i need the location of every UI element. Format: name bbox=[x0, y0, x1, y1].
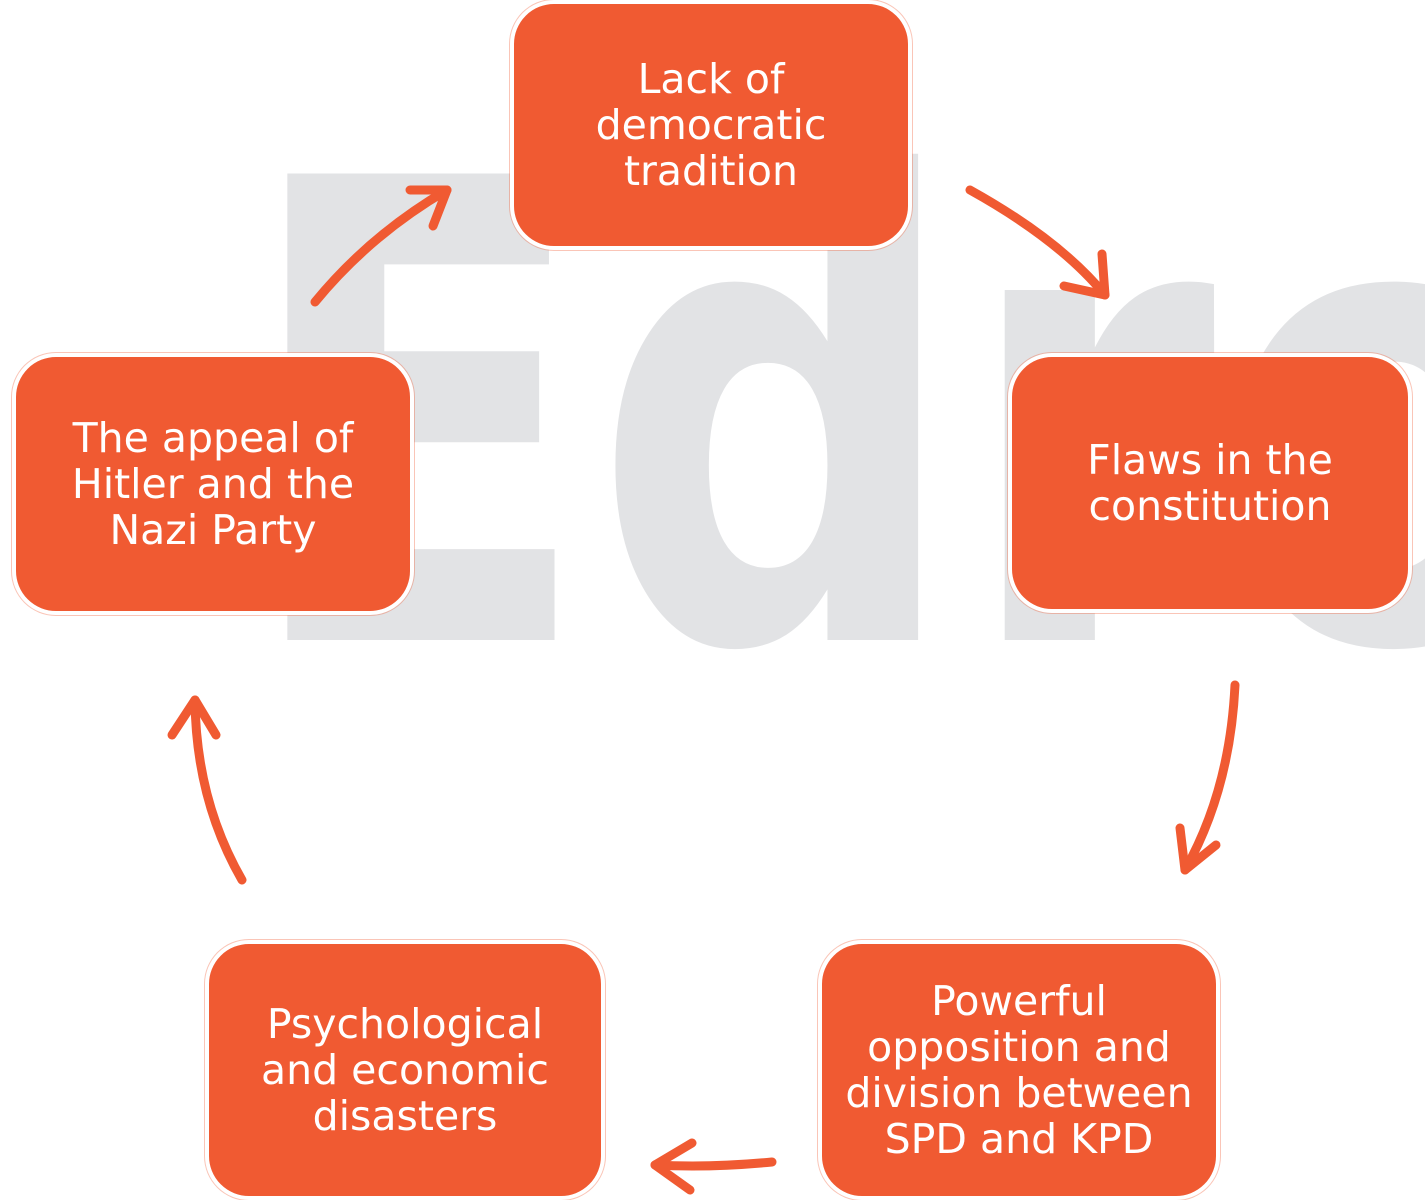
arrow-node4-to-node5 bbox=[190, 695, 247, 885]
cycle-node-powerful-opposition: Powerful opposition and division between… bbox=[818, 940, 1220, 1200]
arrow-node4-to-node5-head bbox=[167, 695, 221, 740]
arrow-node5-to-node1-head bbox=[405, 185, 452, 231]
cycle-node-label: Powerful opposition and division between… bbox=[845, 977, 1193, 1163]
cycle-node-label: Flaws in the constitution bbox=[1087, 436, 1333, 530]
cycle-node-label: The appeal of Hitler and the Nazi Party bbox=[71, 414, 355, 554]
cycle-node-label: Psychological and economic disasters bbox=[261, 1000, 549, 1140]
cycle-node-appeal-of-hitler: The appeal of Hitler and the Nazi Party bbox=[12, 353, 414, 615]
arrow-node1-to-node2 bbox=[965, 185, 1110, 300]
arrow-node5-to-node1 bbox=[310, 185, 452, 307]
cycle-node-label: Lack of democratic tradition bbox=[595, 55, 827, 195]
arrow-node3-to-node4-head bbox=[650, 1138, 697, 1195]
arrow-node1-to-node2-head bbox=[1059, 249, 1110, 300]
cycle-node-flaws-in-the-constitution: Flaws in the constitution bbox=[1008, 353, 1412, 613]
cycle-node-psychological-and-economic-disasters: Psychological and economic disasters bbox=[205, 940, 605, 1200]
arrow-node3-to-node4 bbox=[650, 1157, 777, 1171]
arrow-node2-to-node3 bbox=[1180, 680, 1240, 875]
cycle-node-lack-of-democratic-tradition: Lack of democratic tradition bbox=[510, 0, 912, 250]
arrow-node2-to-node3-head bbox=[1175, 823, 1221, 875]
